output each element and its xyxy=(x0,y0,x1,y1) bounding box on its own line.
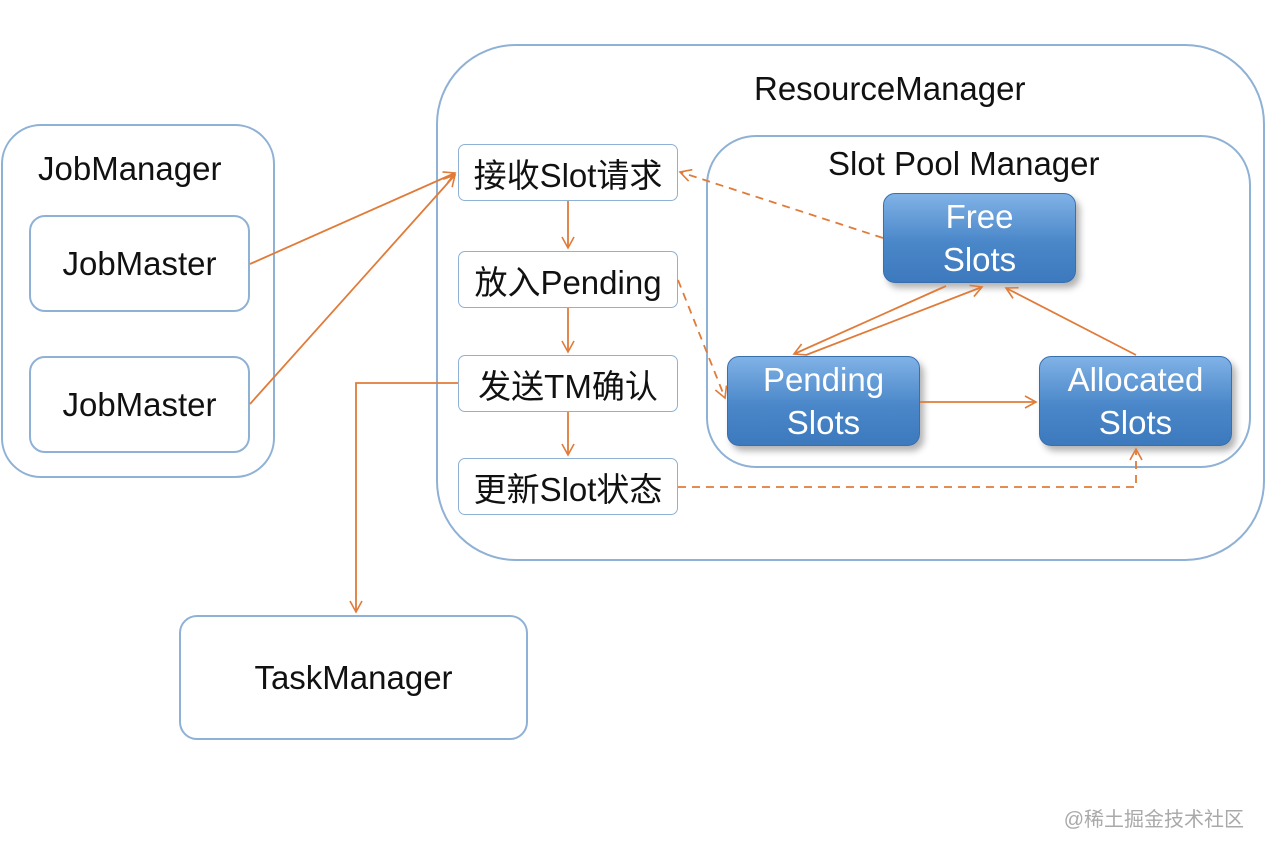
step-label: 发送TM确认 xyxy=(478,367,658,405)
resource-manager-title: ResourceManager xyxy=(754,70,1026,107)
step-label: 更新Slot状态 xyxy=(473,470,663,508)
job-master-label: JobMaster xyxy=(62,244,217,282)
arrow-jobmaster2-to-receive xyxy=(249,173,457,405)
arrow-putpending-to-pendingslots xyxy=(677,279,728,400)
step-label: 接收Slot请求 xyxy=(473,156,663,194)
node-label: Slots xyxy=(1098,404,1173,441)
arrow-free-to-receive xyxy=(678,168,884,239)
arrow-update-to-allocated xyxy=(678,447,1143,488)
arrow-step3-to-taskmanager xyxy=(349,382,458,614)
job-manager-title: JobManager xyxy=(38,150,222,187)
arrow-allocated-to-free xyxy=(1004,286,1137,356)
allocated-slots-node: Allocated Slots xyxy=(1039,356,1232,446)
job-master-box: JobMaster xyxy=(29,356,250,453)
node-label: Slots xyxy=(942,241,1017,278)
arrow-free-to-pending xyxy=(792,285,947,356)
slot-pool-manager-title: Slot Pool Manager xyxy=(828,145,1100,182)
task-manager-box: TaskManager xyxy=(179,615,528,740)
step-receive-slot-request: 接收Slot请求 xyxy=(458,144,678,201)
arrow-jobmaster1-to-receive xyxy=(249,171,457,265)
free-slots-node: Free Slots xyxy=(883,193,1076,283)
pending-slots-node: Pending Slots xyxy=(727,356,920,446)
task-manager-title: TaskManager xyxy=(254,658,453,696)
job-master-box: JobMaster xyxy=(29,215,250,312)
node-label: Allocated xyxy=(1067,361,1204,398)
watermark: @稀土掘金技术社区 xyxy=(1063,809,1244,831)
step-label: 放入Pending xyxy=(474,263,662,301)
step-put-pending: 放入Pending xyxy=(458,251,678,308)
node-label: Free xyxy=(945,198,1014,235)
node-label: Slots xyxy=(786,404,861,441)
node-label: Pending xyxy=(762,361,885,398)
step-update-slot-status: 更新Slot状态 xyxy=(458,458,678,515)
step-send-tm-confirm: 发送TM确认 xyxy=(458,355,678,412)
arrow-pending-to-free xyxy=(805,284,984,356)
job-master-label: JobMaster xyxy=(62,385,217,423)
